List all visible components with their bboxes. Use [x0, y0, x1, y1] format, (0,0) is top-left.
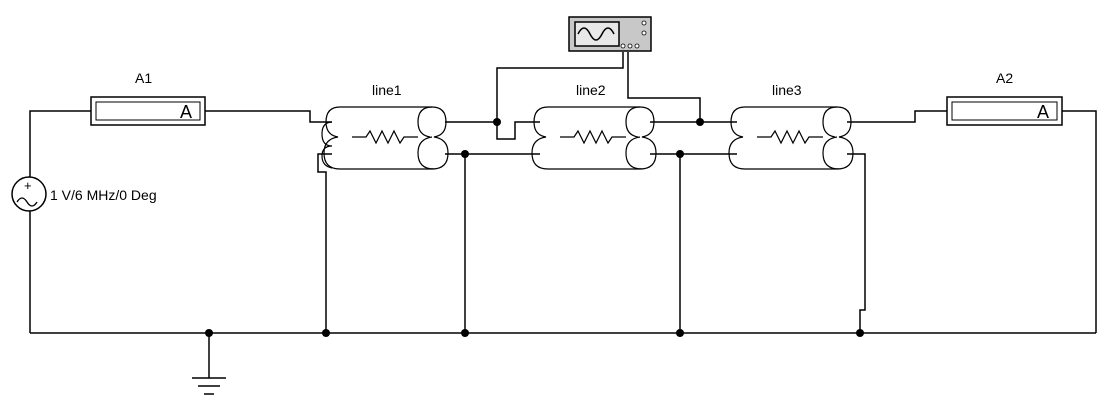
line2-label: line2 [576, 82, 606, 98]
ammeter-a2-label: A2 [996, 70, 1013, 86]
ac-voltage-source[interactable]: + 1 V/6 MHz/0 Deg [11, 176, 157, 212]
line3-label: line3 [772, 82, 802, 98]
source-top-wire [29, 110, 91, 180]
ammeter-a2-unit: A [1037, 102, 1049, 122]
ammeter-a1-unit: A [180, 102, 192, 122]
ammeter-a1[interactable]: A A1 [90, 70, 206, 126]
transmission-line-1[interactable] [321, 106, 449, 170]
junction-dot [461, 329, 469, 337]
source-plus-sign: + [24, 178, 32, 193]
a1-to-line1-wire [205, 110, 332, 123]
ground-icon [192, 377, 226, 395]
junction-dot [461, 150, 469, 158]
junctions [205, 118, 864, 337]
line1-label: line1 [372, 82, 402, 98]
junction-dot [676, 150, 684, 158]
oscilloscope-icon[interactable] [568, 16, 652, 52]
resistor-icon [560, 129, 626, 145]
junction-dot [322, 329, 330, 337]
sine-wave-icon [16, 197, 38, 207]
wires [29, 52, 1097, 378]
scope-waveform-icon [577, 27, 615, 41]
line1-lower-left-wire [317, 153, 332, 333]
resistor-icon [352, 129, 418, 145]
line3-lower-right-wire [847, 153, 866, 333]
transmission-line-3[interactable] [728, 106, 854, 170]
line3-to-a2-wire [847, 110, 947, 123]
junction-dot [493, 118, 501, 126]
scope-probe-b-wire [627, 52, 701, 122]
scope-screen [574, 21, 620, 47]
transmission-line-2[interactable] [531, 106, 657, 170]
source-symbol-icon [11, 176, 47, 212]
junction-dot [696, 118, 704, 126]
a2-return-wire [1062, 110, 1097, 333]
junction-to-line2-wire [496, 121, 540, 140]
junction-dot [205, 329, 213, 337]
junction-dot [856, 329, 864, 337]
junction-dot [676, 329, 684, 337]
source-value-label: 1 V/6 MHz/0 Deg [50, 187, 157, 203]
scope-probe-a-wire [496, 52, 624, 122]
ammeter-a2[interactable]: A A2 [946, 70, 1063, 126]
resistor-icon [757, 129, 823, 145]
ammeter-a1-label: A1 [135, 70, 152, 86]
